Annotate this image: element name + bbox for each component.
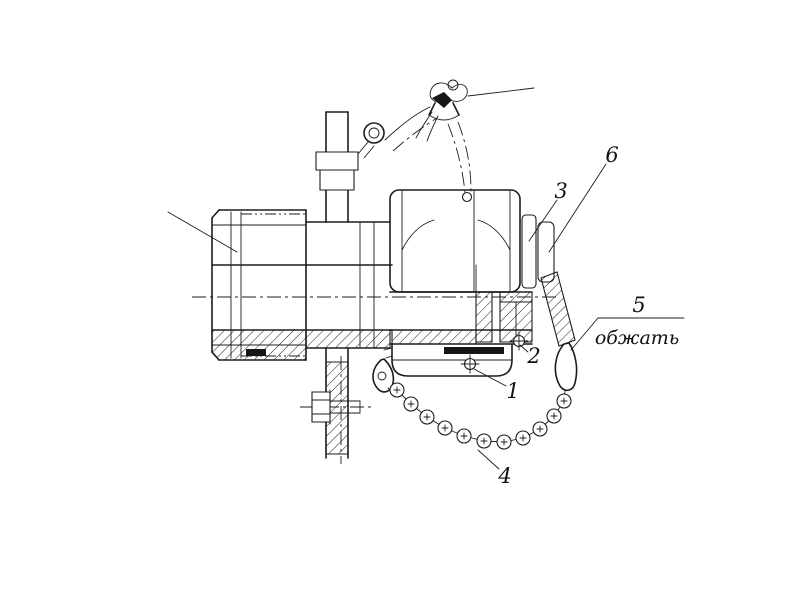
coupling-body xyxy=(389,189,533,377)
panel xyxy=(311,111,361,459)
callout-4: 4 xyxy=(498,464,512,488)
callout-5: 5 xyxy=(632,293,646,317)
toggle-clamp xyxy=(384,79,535,194)
chain xyxy=(372,347,572,450)
callout-6: 6 xyxy=(605,143,619,167)
washer-seal-stack xyxy=(521,214,578,401)
note-obzhat: обжать xyxy=(594,327,680,349)
left-fitting xyxy=(211,209,393,361)
eyebolt xyxy=(357,122,385,159)
callout-3: 3 xyxy=(554,179,568,203)
callout-1: 1 xyxy=(506,379,520,403)
leader-lines xyxy=(167,163,685,470)
callout-2: 2 xyxy=(527,344,541,368)
